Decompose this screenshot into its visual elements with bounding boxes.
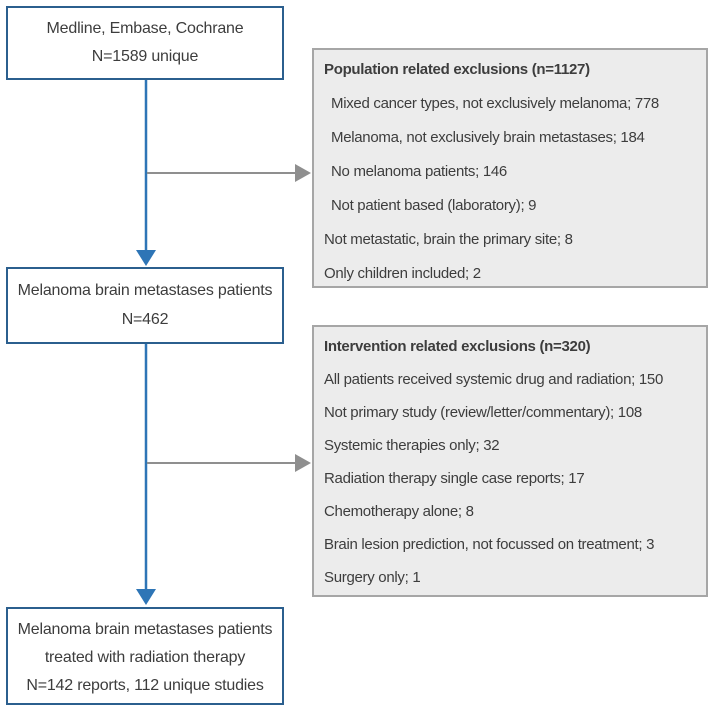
exclusion-item: Surgery only; 1 xyxy=(324,569,421,586)
exclusion-item: Brain lesion prediction, not focussed on… xyxy=(324,536,655,553)
exclusion-item: Only children included; 2 xyxy=(324,265,481,282)
exclusion-item: Not primary study (review/letter/comment… xyxy=(324,404,642,421)
exclusion-item: Chemotherapy alone; 8 xyxy=(324,503,474,520)
exclusion-item: Systemic therapies only; 32 xyxy=(324,437,500,454)
exclusion-item: No melanoma patients; 146 xyxy=(331,163,507,180)
exclusion-item: Melanoma, not exclusively brain metastas… xyxy=(331,129,645,146)
source-box-label: Medline, Embase, Cochrane xyxy=(46,19,244,37)
source-box-count: N=1589 unique xyxy=(91,48,199,66)
intervention-exclusions-box: Intervention related exclusions (n=320) … xyxy=(312,325,708,597)
exclusion-item: Mixed cancer types, not exclusively mela… xyxy=(331,95,659,112)
intervention-exclusions-title: Intervention related exclusions (n=320) xyxy=(324,338,591,355)
arrow-to-intervention-exclusions xyxy=(147,454,311,472)
exclusion-item: Not patient based (laboratory); 9 xyxy=(331,197,537,214)
arrow-source-to-screened xyxy=(136,80,156,266)
included-box: Melanoma brain metastases patients treat… xyxy=(6,607,284,705)
included-box-label: Melanoma brain metastases patients treat… xyxy=(17,620,273,666)
exclusion-item: Radiation therapy single case reports; 1… xyxy=(324,470,585,487)
exclusion-item: All patients received systemic drug and … xyxy=(324,371,663,388)
screened-box-count: N=462 xyxy=(121,311,169,329)
arrow-screened-to-included xyxy=(136,344,156,605)
population-exclusions-title: Population related exclusions (n=1127) xyxy=(324,61,590,78)
population-exclusions-box: Population related exclusions (n=1127) M… xyxy=(312,48,708,288)
screened-box-label: Melanoma brain metastases patients xyxy=(17,281,273,299)
source-box: Medline, Embase, Cochrane N=1589 unique xyxy=(6,6,284,80)
exclusion-item: Not metastatic, brain the primary site; … xyxy=(324,231,573,248)
included-box-count: N=142 reports, 112 unique studies xyxy=(26,677,264,695)
screened-box: Melanoma brain metastases patients N=462 xyxy=(6,267,284,344)
arrow-to-population-exclusions xyxy=(147,164,311,182)
